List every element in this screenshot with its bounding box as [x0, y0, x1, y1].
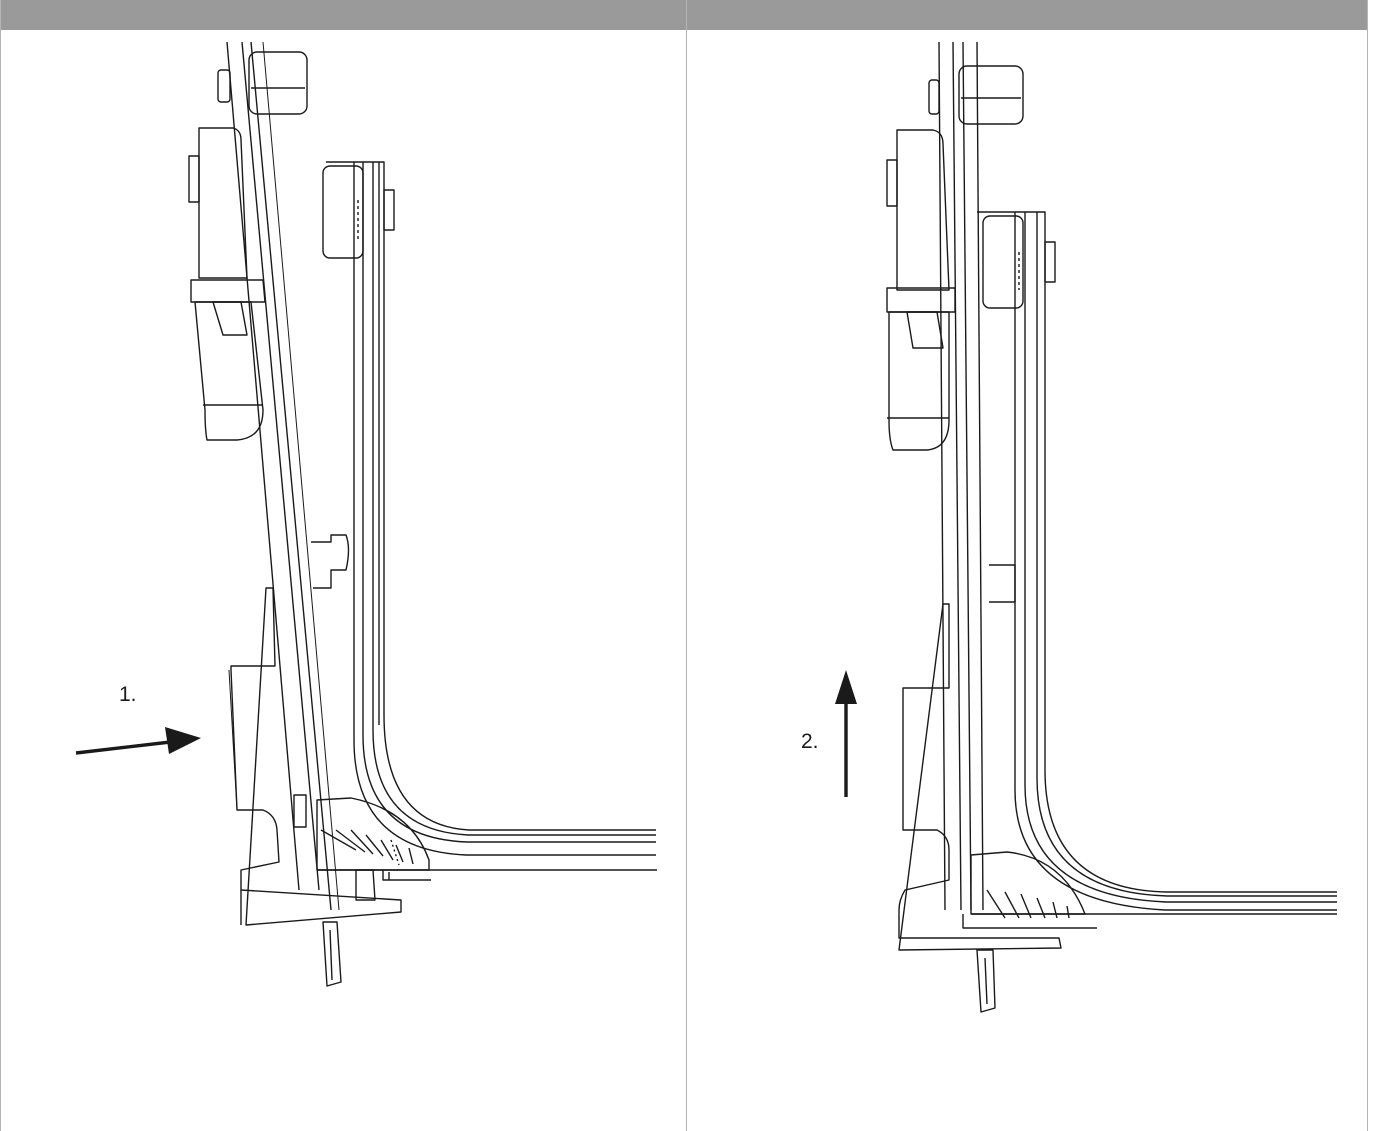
step-1-drawing — [75, 41, 657, 987]
arrow-up-icon — [835, 670, 857, 704]
step-1-label: 1. — [119, 683, 137, 706]
step-2-header-bar — [687, 0, 1367, 30]
arrow-right-icon — [165, 727, 201, 754]
step-1-panel: 1. — [0, 0, 687, 1131]
step-1-header-bar — [1, 0, 686, 30]
step-2-label: 2. — [801, 730, 819, 753]
step-2-drawing — [835, 41, 1337, 1013]
step-2-panel: 2. — [687, 0, 1368, 1131]
